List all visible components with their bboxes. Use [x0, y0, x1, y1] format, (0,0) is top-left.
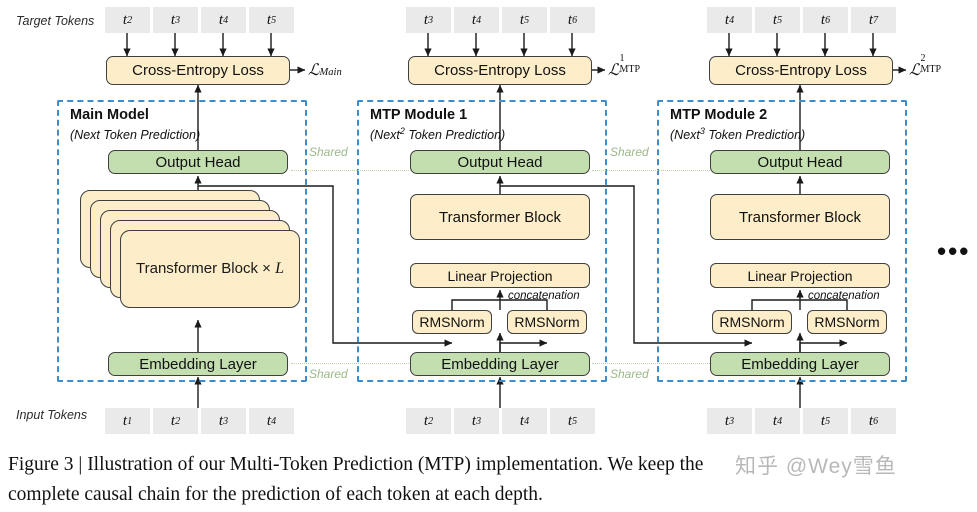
module-subtitle-post: Token Prediction) — [99, 128, 201, 143]
linear-projection-label: Linear Projection — [447, 267, 553, 284]
output-head-label: Output Head — [457, 153, 543, 171]
rmsnorm-box-left-mtp-module-1[interactable]: RMSNorm — [412, 310, 492, 334]
output-head-box-main-model[interactable]: Output Head — [108, 150, 288, 174]
rmsnorm-label: RMSNorm — [419, 314, 485, 330]
continuation-ellipsis: ••• — [937, 236, 971, 266]
module-subtitle-pre: (Next — [70, 128, 100, 143]
rmsnorm-box-right-mtp-module-2[interactable]: RMSNorm — [807, 310, 887, 334]
embedding-layer-box-main-model[interactable]: Embedding Layer — [108, 352, 288, 376]
linear-projection-box-mtp-module-1[interactable]: Linear Projection — [410, 263, 590, 288]
figure-caption: Figure 3 | Illustration of our Multi-Tok… — [8, 450, 970, 510]
shared-label-output-head: Shared — [309, 145, 348, 159]
shared-label-embedding: Shared — [610, 367, 649, 381]
transformer-block-box-mtp-module-1[interactable]: Transformer Block — [410, 194, 590, 240]
embedding-layer-box-mtp-module-2[interactable]: Embedding Layer — [710, 352, 890, 376]
module-subtitle-sup: 3 — [699, 126, 705, 136]
transformer-block-box-mtp-module-2[interactable]: Transformer Block — [710, 194, 890, 240]
target-tokens-row-label: Target Tokens — [16, 14, 95, 28]
shared-dotted-line-output-head — [291, 170, 411, 171]
output-head-box-mtp-module-2[interactable]: Output Head — [710, 150, 890, 174]
embedding-layer-label: Embedding Layer — [441, 355, 559, 373]
module-title-mtp-module-1: MTP Module 1 — [370, 107, 468, 123]
cross-entropy-loss-box[interactable]: Cross-Entropy Loss — [106, 56, 290, 85]
transformer-block-label: Transformer Block — [439, 208, 561, 226]
module-title-main-model: Main Model — [70, 107, 149, 123]
output-head-label: Output Head — [155, 153, 241, 171]
rmsnorm-label: RMSNorm — [514, 314, 580, 330]
concatenation-annotation-mtp-module-2: concatenation — [808, 290, 880, 302]
module-subtitle-post: Token Prediction) — [404, 128, 506, 143]
shared-dotted-line-embedding — [291, 363, 411, 364]
module-subtitle-sup: 2 — [399, 126, 405, 136]
linear-projection-label: Linear Projection — [747, 267, 853, 284]
figure-caption-line-1: Figure 3 | Illustration of our Multi-Tok… — [8, 454, 704, 475]
module-subtitle-main-model: (Next Token Prediction) — [70, 126, 200, 142]
shared-label-output-head: Shared — [610, 145, 649, 159]
embedding-layer-label: Embedding Layer — [741, 355, 859, 373]
module-frame-main-model — [57, 100, 307, 382]
cross-entropy-loss-box[interactable]: Cross-Entropy Loss — [709, 56, 893, 85]
loss-symbol-main: ℒMain — [308, 62, 342, 79]
cross-entropy-loss-label: Cross-Entropy Loss — [735, 62, 867, 79]
rmsnorm-label: RMSNorm — [719, 314, 785, 330]
rmsnorm-box-right-mtp-module-1[interactable]: RMSNorm — [507, 310, 587, 334]
cross-entropy-loss-label: Cross-Entropy Loss — [132, 62, 264, 79]
shared-dotted-line-output-head — [592, 170, 712, 171]
embedding-layer-box-mtp-module-1[interactable]: Embedding Layer — [410, 352, 590, 376]
module-title-mtp-module-2: MTP Module 2 — [670, 107, 768, 123]
transformer-stack-label: Transformer Block × L — [136, 260, 284, 277]
transformer-block-label: Transformer Block — [739, 208, 861, 226]
rmsnorm-label: RMSNorm — [814, 314, 880, 330]
concatenation-annotation-mtp-module-1: concatenation — [508, 290, 580, 302]
cross-entropy-loss-box[interactable]: Cross-Entropy Loss — [408, 56, 592, 85]
shared-label-embedding: Shared — [309, 367, 348, 381]
module-frame-mtp-module-1 — [357, 100, 607, 382]
embedding-layer-label: Embedding Layer — [139, 355, 257, 373]
module-subtitle-post: Token Prediction) — [704, 128, 806, 143]
transformer-stack-front-layer: Transformer Block × L — [120, 230, 300, 308]
input-tokens-row-label: Input Tokens — [16, 408, 88, 422]
figure-caption-line-2: complete causal chain for the prediction… — [8, 484, 543, 505]
module-frame-mtp-module-2 — [657, 100, 907, 382]
rmsnorm-box-left-mtp-module-2[interactable]: RMSNorm — [712, 310, 792, 334]
shared-dotted-line-embedding — [592, 363, 712, 364]
output-head-box-mtp-module-1[interactable]: Output Head — [410, 150, 590, 174]
module-subtitle-mtp-module-1: (Next2 Token Prediction) — [370, 126, 505, 142]
module-subtitle-pre: (Next — [370, 128, 400, 143]
module-subtitle-pre: (Next — [670, 128, 700, 143]
cross-entropy-loss-label: Cross-Entropy Loss — [434, 62, 566, 79]
linear-projection-box-mtp-module-2[interactable]: Linear Projection — [710, 263, 890, 288]
module-subtitle-mtp-module-2: (Next3 Token Prediction) — [670, 126, 805, 142]
output-head-label: Output Head — [757, 153, 843, 171]
transformer-block-stack-main-model[interactable]: Transformer Block × L — [80, 190, 300, 320]
